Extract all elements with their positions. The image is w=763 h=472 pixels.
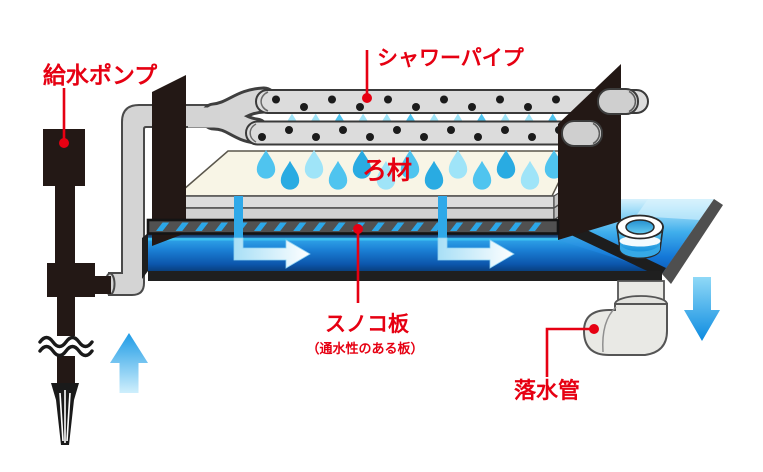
label-drain-pipe: 落水管 [514, 324, 599, 403]
shower-pipe-end-caps [561, 88, 639, 147]
shower-leader-dot [362, 93, 372, 103]
supply-pipe [108, 104, 221, 296]
pipe-break-marks [38, 335, 94, 358]
surface-highlight [636, 199, 714, 220]
labels-layer: 給水ポンプ シャワーパイプ ろ材 スノコ板 （通水性のある板） 落水管 [43, 47, 599, 403]
slat-board-note: （通水性のある板） [306, 341, 423, 356]
drain-elbow-pipe [582, 280, 668, 356]
shower-pipe-top [255, 89, 649, 114]
label-slat-board: スノコ板 （通水性のある板） [306, 224, 424, 356]
pump-leader-dot [59, 138, 69, 148]
flow-down-arrow-icon [684, 277, 720, 341]
water-flow-arrows [233, 196, 515, 269]
shower-pipe-assembly [188, 86, 649, 146]
slatted-board-slots [156, 222, 542, 231]
slat-leader-dot [353, 224, 363, 234]
tray-edge-band [552, 220, 666, 277]
shower-pipe-bottom [245, 120, 609, 146]
label-shower-pipe: シャワーパイプ [362, 47, 525, 103]
label-pump: 給水ポンプ [43, 62, 158, 148]
tray-base-strip [148, 271, 662, 281]
slatted-board [146, 218, 560, 235]
drain-leader-line [545, 327, 591, 377]
shower-pipe-holes-bottom [258, 126, 563, 141]
filter-box-left-panel [152, 75, 186, 246]
drain-standpipe [616, 214, 664, 259]
drain-pipe-label: 落水管 [514, 378, 580, 403]
filter-media-label: ろ材 [362, 157, 412, 185]
pump-label: 給水ポンプ [43, 62, 158, 88]
pipe-seam [249, 123, 257, 143]
flow-up-arrow-icon [110, 333, 148, 393]
shower-pipe-label: シャワーパイプ [377, 47, 525, 70]
supply-pump-assembly [38, 104, 221, 445]
tray-rim [662, 199, 723, 284]
filter-plates [179, 187, 566, 222]
pipe-seam [260, 91, 269, 112]
drain-leader-dot [589, 324, 599, 334]
tray-left-corner [142, 233, 148, 279]
waterline-highlight [148, 238, 660, 241]
pump-intake-strainer [51, 383, 79, 445]
water-drops-lower [256, 149, 564, 190]
pump-body [43, 129, 111, 384]
slat-board-label: スノコ板 [325, 313, 410, 336]
